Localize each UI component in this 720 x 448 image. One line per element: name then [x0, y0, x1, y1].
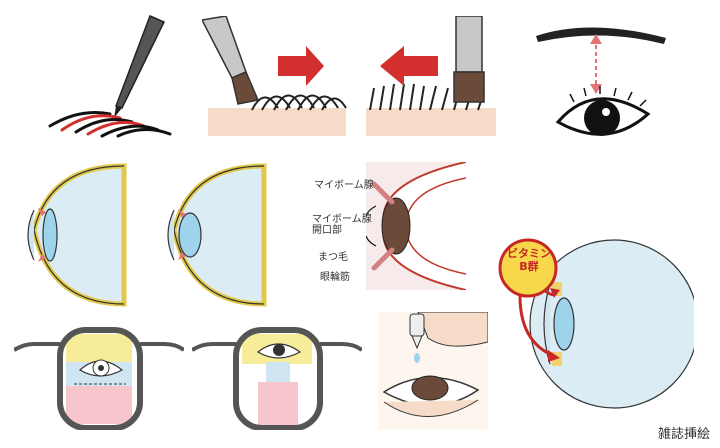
label-eyelash: まつ毛 [318, 252, 348, 263]
eye-icon [78, 359, 124, 377]
brush-icon [202, 16, 260, 105]
eye-icon [256, 343, 302, 359]
brush-smudge-left-illustration [360, 16, 500, 138]
eyebrow [536, 27, 666, 44]
drop [414, 353, 420, 363]
label-meibomian-opening: マイボーム腺 開口部 [312, 214, 372, 236]
glasses-central-zone-illustration [14, 322, 184, 430]
label-meibomian-opening-line2: 開口部 [312, 225, 342, 236]
eyebrow-distance-illustration [530, 10, 680, 150]
eye-icon [555, 86, 651, 136]
vitamin-badge-text: ビタミン B群 [505, 247, 553, 273]
vitamin-badge-line2: B群 [519, 259, 539, 273]
arrow-right-icon [278, 46, 324, 86]
eyedrop-bottle-icon [409, 313, 425, 350]
drawn-lash-strokes [48, 111, 172, 138]
brush-smudge-right-illustration [202, 16, 350, 138]
eye-vitamin-b-diagram [494, 232, 694, 412]
eye-cross-section-thin-lens [20, 160, 130, 310]
pen-icon [114, 15, 166, 118]
skin-strip [208, 108, 346, 136]
eye-cross-section-thick-lens [160, 160, 270, 310]
glasses-progressive-zone-illustration [192, 322, 362, 430]
vitamin-badge-line1: ビタミン [507, 247, 551, 260]
skin-strip [366, 108, 496, 136]
pen-eyeliner-illustration [40, 8, 180, 138]
eyedrop-illustration [378, 312, 488, 430]
label-orbicularis: 眼輪筋 [320, 272, 350, 283]
meibomian-gland-diagram [366, 162, 466, 290]
vitamin-badge [498, 238, 558, 298]
eyelash-row [251, 94, 347, 111]
arrow-left-icon [380, 46, 438, 86]
label-meibomian-opening-line1: マイボーム腺 [312, 214, 372, 225]
illustration-credit: 雑誌挿絵 [657, 427, 710, 442]
label-meibomian-gland: マイボーム腺 [314, 180, 374, 191]
brush-icon [453, 16, 485, 103]
